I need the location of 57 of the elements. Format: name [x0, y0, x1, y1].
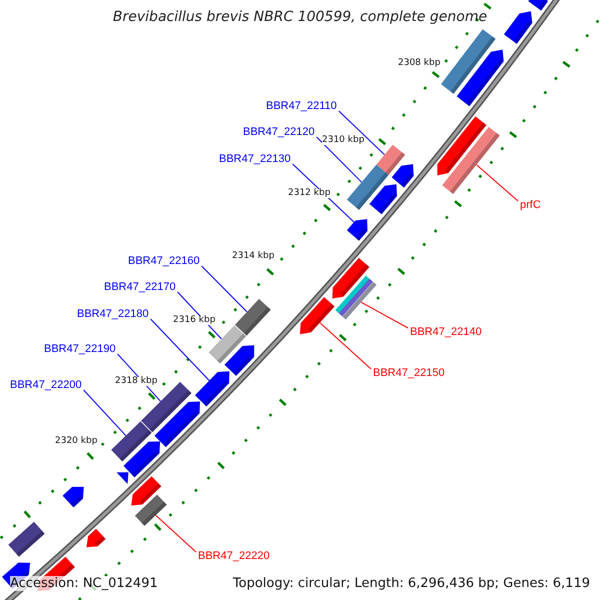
genome-summary-text: Topology: circular; Length: 6,296,436 bp; Genes: 6,119 — [232, 576, 590, 590]
gene-label: BBR47_22170 — [104, 282, 176, 293]
gene-label: BBR47_22110 — [266, 101, 337, 112]
gene-feature — [346, 219, 368, 241]
gene-label: BBR47_22220 — [198, 551, 270, 562]
gene-feature — [437, 116, 486, 176]
title: Brevibacillus brevis NBRC 100599, complete genome — [112, 10, 488, 24]
gene-bar — [111, 421, 152, 462]
gene-feature — [456, 50, 504, 106]
gene-feature — [124, 441, 160, 478]
gene-feature — [131, 476, 162, 506]
gene-feature — [392, 164, 414, 188]
gene-label: prfC — [520, 200, 541, 211]
gene-label: BBR47_22120 — [243, 127, 315, 138]
leader-line — [476, 164, 518, 202]
gene-feature — [62, 486, 84, 508]
gene-feature — [300, 297, 335, 334]
gene-label: BBR47_22130 — [219, 154, 291, 165]
leader-line — [292, 164, 354, 223]
gene-feature — [86, 528, 106, 548]
leader-line — [155, 514, 196, 552]
gene-feature — [504, 11, 532, 44]
tick-label: 2320 kbp — [55, 436, 98, 446]
gene-bar — [8, 522, 45, 557]
gene-feature — [224, 345, 254, 376]
gene-bar — [208, 325, 246, 364]
gene-label: BBR47_22140 — [410, 327, 482, 338]
tick-label: 2318 kbp — [115, 376, 158, 386]
gene-feature — [332, 258, 370, 298]
gene-label: BBR47_22150 — [373, 368, 445, 379]
tick-label: 2310 kbp — [322, 136, 364, 144]
gene-bar — [376, 144, 406, 175]
tick-label: 2312 kbp — [288, 188, 330, 198]
gene-label: BBR47_22160 — [128, 256, 200, 267]
leader-line — [338, 110, 385, 156]
gene-label: BBR47_22180 — [77, 309, 149, 320]
tick-label: 2308 kbp — [398, 58, 440, 68]
gene-feature — [195, 371, 230, 406]
gene-label: BBR47_22190 — [44, 344, 116, 355]
leader-line — [83, 390, 126, 436]
gene-bar — [134, 494, 167, 526]
leader-line — [316, 136, 362, 183]
gene-bar — [346, 164, 389, 210]
gene-feature — [116, 472, 128, 484]
leader-line — [360, 302, 408, 328]
leader-line — [150, 318, 210, 382]
accession-text: Accession: NC_012491 — [10, 576, 158, 590]
leader-line — [319, 322, 372, 370]
gene-bar — [442, 126, 500, 194]
gene-feature — [528, 0, 548, 11]
gene-feature — [369, 184, 397, 214]
gene-feature — [154, 402, 200, 448]
tick-label: 2316 kbp — [173, 316, 216, 324]
tick-label: 2314 kbp — [232, 252, 274, 260]
gene-label: BBR47_22200 — [10, 380, 82, 391]
gene-bar — [235, 298, 271, 336]
gene-bar — [441, 29, 496, 94]
